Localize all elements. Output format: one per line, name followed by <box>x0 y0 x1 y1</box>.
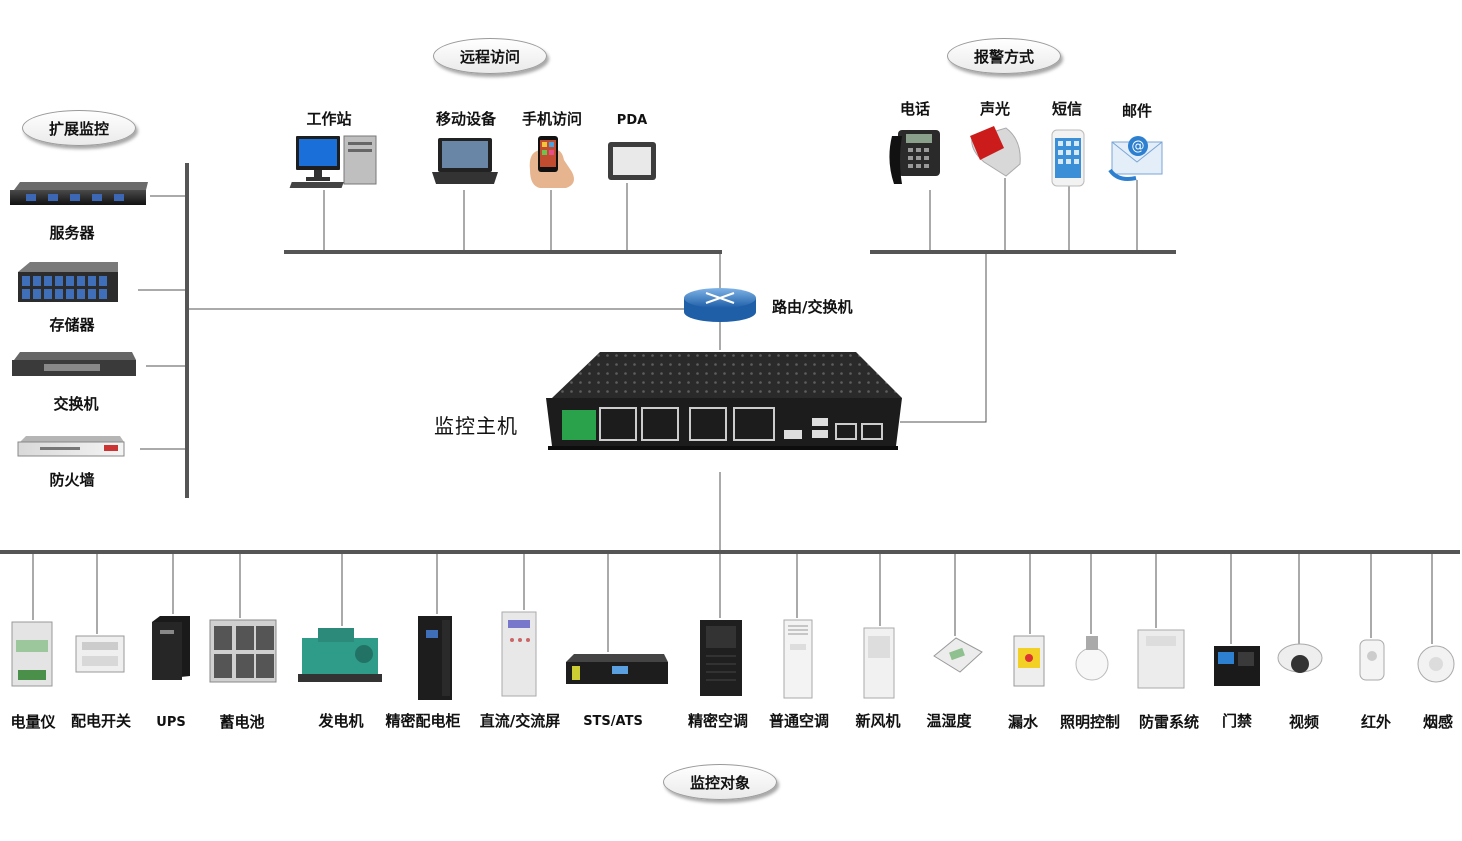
monitored-item-label: 蓄电池 <box>219 713 265 731</box>
air-conditioner-icon <box>783 619 813 699</box>
smoke-detector-icon <box>1417 645 1455 683</box>
power-meter-icon <box>11 621 53 687</box>
firewall-label: 防火墙 <box>49 471 95 489</box>
mobile-device-label: 移动设备 <box>435 110 497 128</box>
connection-lines <box>0 163 1460 652</box>
pda-icon <box>608 142 656 180</box>
precision-cabinet-icon <box>418 616 452 700</box>
pda-label: PDA <box>616 113 648 128</box>
laptop-icon <box>432 138 498 184</box>
lighting-icon <box>1075 636 1109 681</box>
monitored-item-label: 精密空调 <box>687 712 749 730</box>
generator-icon <box>298 628 382 682</box>
monitored-objects-title: 监控对象 <box>663 764 777 800</box>
sound-light-label: 声光 <box>979 100 1011 118</box>
server-icon <box>10 182 148 205</box>
dc-ac-panel-icon <box>501 611 537 697</box>
router-icon <box>684 288 756 322</box>
monitored-item-label: 精密配电柜 <box>385 712 461 730</box>
monitored-item-label: 烟感 <box>1422 713 1454 731</box>
workstation-label: 工作站 <box>306 110 352 128</box>
workstation-icon <box>289 135 377 188</box>
extended-monitoring-title: 扩展监控 <box>22 110 136 146</box>
thermo-hygro-icon <box>933 637 983 673</box>
battery-icon <box>209 619 277 683</box>
monitored-item-label: 视频 <box>1288 713 1320 731</box>
storage-label: 存储器 <box>49 316 95 334</box>
monitored-item-label: 温湿度 <box>926 712 972 730</box>
telephone-icon <box>889 130 940 184</box>
firewall-icon <box>17 436 125 457</box>
monitored-item-label: UPS <box>156 715 186 730</box>
monitored-item-label: 发电机 <box>318 712 364 730</box>
monitored-item-label: 照明控制 <box>1059 713 1121 731</box>
water-leak-icon <box>1013 635 1045 687</box>
switch-icon <box>12 352 136 376</box>
sms-phone-icon <box>1051 129 1085 187</box>
router-label: 路由/交换机 <box>772 298 853 316</box>
camera-icon <box>1277 643 1323 673</box>
telephone-label: 电话 <box>899 100 931 118</box>
email-icon: @ <box>1108 136 1163 181</box>
monitored-item-label: 新风机 <box>855 712 901 730</box>
monitored-item-label: 红外 <box>1360 713 1392 731</box>
distribution-switch-icon <box>75 635 125 673</box>
smartphone-icon <box>529 136 574 188</box>
infrared-icon <box>1359 639 1385 681</box>
precision-ac-icon <box>700 620 742 696</box>
monitored-item-label: STS/ATS <box>583 714 643 729</box>
alarm-methods-title: 报警方式 <box>947 38 1061 74</box>
phone-access-label: 手机访问 <box>521 110 583 128</box>
email-label: 邮件 <box>1121 102 1153 120</box>
fresh-air-icon <box>863 627 895 699</box>
ups-icon <box>152 616 190 680</box>
monitored-icons <box>11 611 1455 700</box>
sts-ats-icon <box>566 654 668 684</box>
monitored-item-label: 电量仪 <box>10 713 56 731</box>
monitored-item-label: 防雷系统 <box>1138 713 1200 731</box>
server-label: 服务器 <box>49 224 95 242</box>
switch-label: 交换机 <box>53 395 99 413</box>
monitored-item-label: 门禁 <box>1221 712 1253 730</box>
host-label: 监控主机 <box>434 414 518 438</box>
storage-icon <box>18 262 118 302</box>
monitoring-host-icon <box>546 352 902 450</box>
svg-text:@: @ <box>1132 139 1145 154</box>
monitored-item-label: 配电开关 <box>70 712 132 730</box>
monitored-item-label: 漏水 <box>1007 713 1039 731</box>
remote-access-title: 远程访问 <box>433 38 547 74</box>
lightning-protection-icon <box>1137 629 1185 689</box>
monitored-item-label: 直流/交流屏 <box>479 712 561 730</box>
access-control-icon <box>1214 646 1260 686</box>
alarm-light-icon <box>970 126 1021 177</box>
sms-label: 短信 <box>1051 100 1083 118</box>
monitored-item-label: 普通空调 <box>768 712 830 730</box>
